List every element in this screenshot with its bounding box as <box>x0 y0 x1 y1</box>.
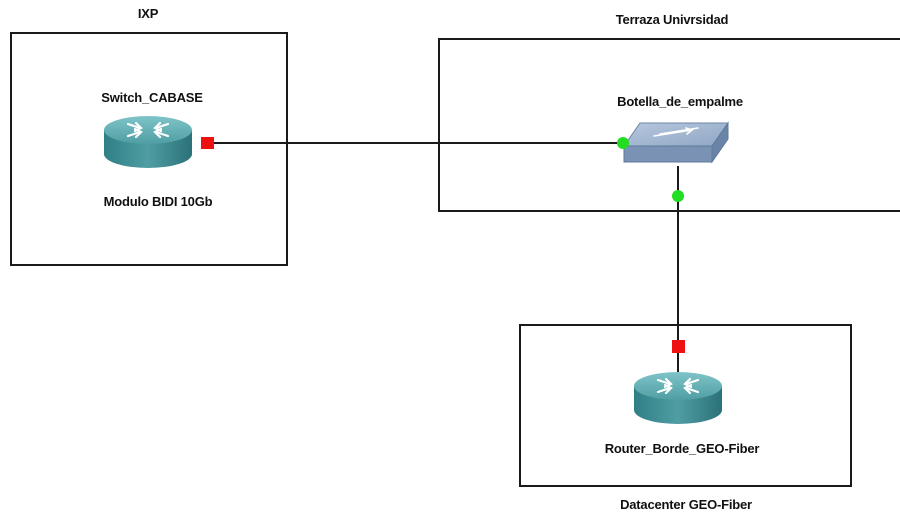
node-label-switch-cabase: Switch_CABASE <box>101 90 203 105</box>
node-label-router-borde: Router_Borde_GEO-Fiber <box>604 441 760 456</box>
zone-datacenter <box>519 324 852 487</box>
port-status-up <box>672 190 684 202</box>
zone-terraza <box>438 38 900 212</box>
zone-title-datacenter: Datacenter GEO-Fiber <box>620 497 752 512</box>
port-status-down <box>672 340 685 353</box>
router-icon[interactable] <box>104 116 192 168</box>
switch-icon[interactable] <box>623 121 729 164</box>
node-label-botella: Botella_de_empalme <box>617 94 743 109</box>
router-icon[interactable] <box>634 372 722 424</box>
zone-title-ixp: IXP <box>137 6 159 21</box>
node-caption-switch-cabase: Modulo BIDI 10Gb <box>103 194 213 209</box>
zone-title-terraza: Terraza Univrsidad <box>615 12 729 27</box>
port-status-down <box>201 137 214 149</box>
zone-ixp <box>10 32 288 266</box>
port-status-up <box>617 137 629 149</box>
